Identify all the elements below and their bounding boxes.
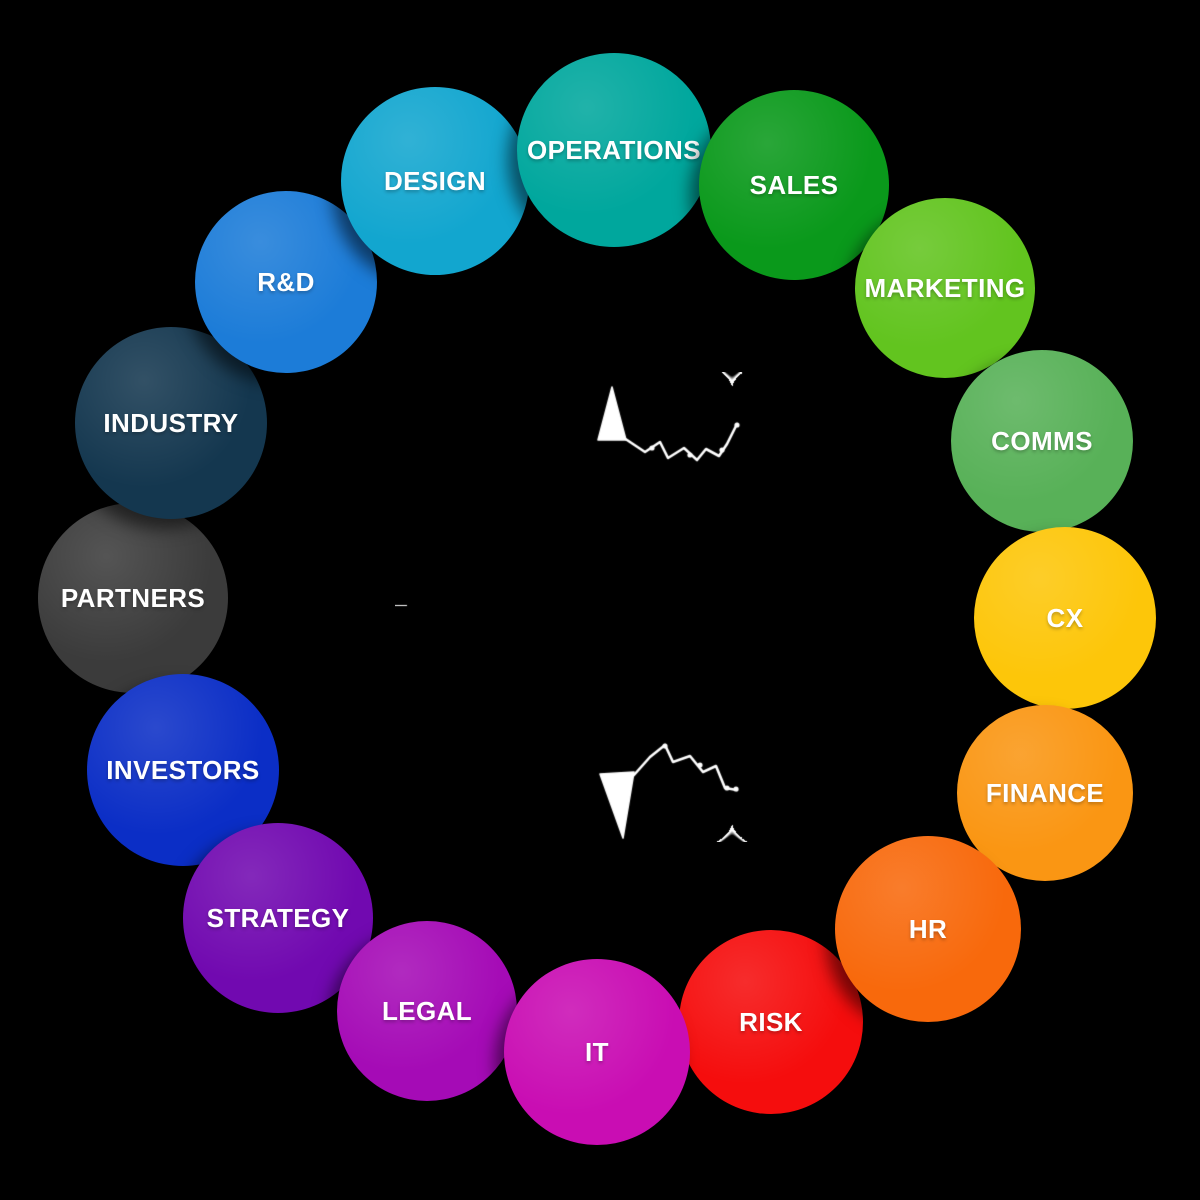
bubble-investors: INVESTORS: [87, 674, 279, 866]
bubble-label-partners: PARTNERS: [60, 582, 206, 613]
bubble-risk: RISK: [679, 930, 863, 1114]
bubble-label-risk: RISK: [739, 1006, 803, 1037]
bubble-comms: COMMS: [951, 350, 1133, 532]
bubble-label-it: IT: [585, 1036, 609, 1067]
bubble-finance: FINANCE: [957, 705, 1133, 881]
bubble-label-sales: SALES: [749, 169, 839, 200]
bubble-design: DESIGN: [341, 87, 529, 275]
bubble-label-industry: INDUSTRY: [103, 407, 239, 438]
bubble-cx: CX: [974, 527, 1156, 709]
bubble-operations: OPERATIONS: [517, 53, 711, 247]
bubble-label-finance: FINANCE: [985, 777, 1105, 808]
bubble-label-hr: HR: [908, 913, 948, 944]
bubble-label-investors: INVESTORS: [106, 754, 260, 785]
bubble-label-rnd: R&D: [257, 266, 315, 297]
bubble-rnd: R&D: [195, 191, 377, 373]
bubble-label-operations: OPERATIONS: [527, 134, 701, 165]
bubble-label-design: DESIGN: [383, 165, 487, 196]
bubble-label-comms: COMMS: [991, 425, 1093, 456]
fractal-canvas: [395, 372, 775, 842]
bubble-hr: HR: [835, 836, 1021, 1022]
bubble-partners: PARTNERS: [38, 503, 228, 693]
bubble-label-cx: CX: [1046, 602, 1084, 633]
bubble-marketing: MARKETING: [855, 198, 1035, 378]
bubble-label-strategy: STRATEGY: [206, 902, 350, 933]
bubble-label-legal: LEGAL: [381, 995, 473, 1026]
bubble-industry: INDUSTRY: [75, 327, 267, 519]
bubble-sales: SALES: [699, 90, 889, 280]
bubble-it: IT: [504, 959, 690, 1145]
bubble-legal: LEGAL: [337, 921, 517, 1101]
bubble-label-marketing: MARKETING: [864, 272, 1026, 303]
